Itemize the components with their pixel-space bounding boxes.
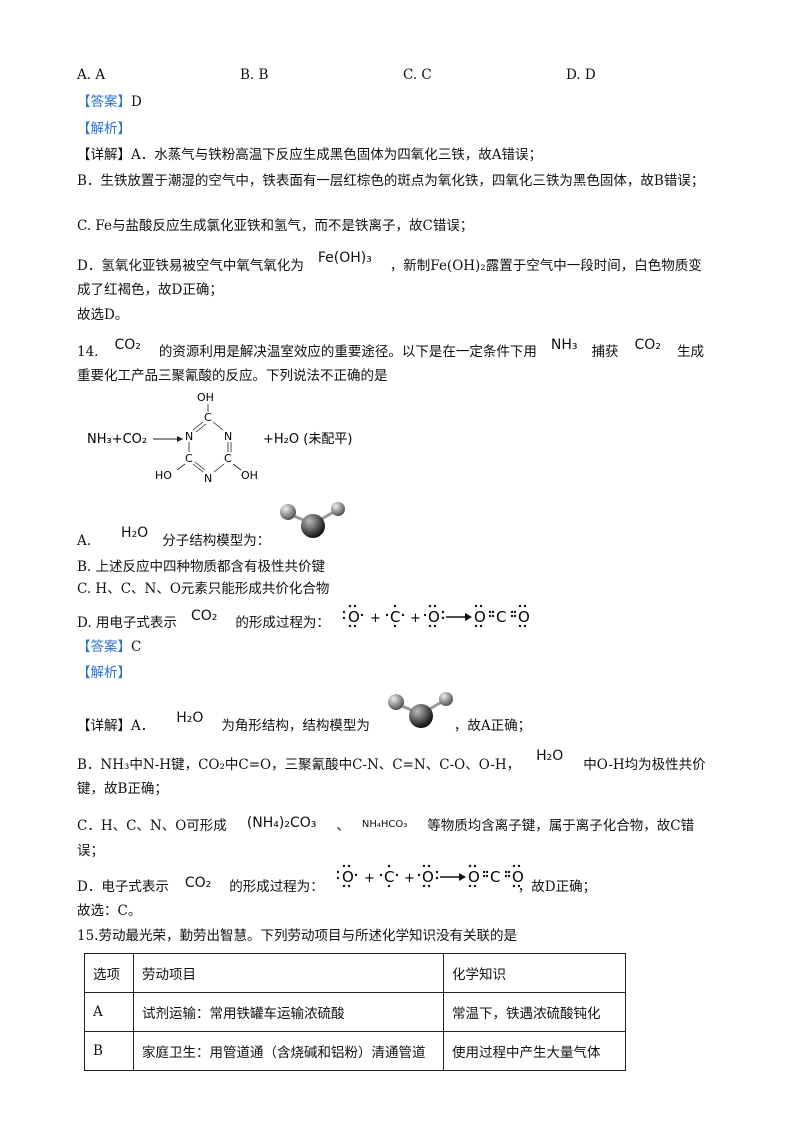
q13-detail-c: C. Fe与盐酸反应生成氯化亚铁和氢气，而不是铁离子，故C错误； [77, 218, 474, 234]
q15-stem: 15.劳动最光荣，勤劳出智慧。下列劳动项目与所述化学知识没有关联的是 [77, 928, 517, 944]
svg-text:O: O [342, 868, 354, 886]
atom-n-bottom: N [204, 472, 212, 485]
svg-text:O: O [512, 868, 524, 886]
table-cell: A [84, 992, 134, 1032]
table-header-row: 选项 劳动项目 化学知识 [84, 953, 626, 993]
q14-option-b: B. 上述反应中四种物质都含有极性共价键 [77, 559, 326, 575]
table-cell: 常温下，铁遇浓硫酸钝化 [443, 992, 626, 1032]
svg-text:O: O [474, 608, 486, 626]
header-knowledge: 化学知识 [443, 953, 626, 993]
svg-text:C: C [496, 608, 506, 626]
reaction-right: +H₂O (未配平) [263, 432, 352, 447]
svg-text:O: O [468, 868, 480, 886]
reaction-left: NH₃+CO₂ [87, 432, 147, 447]
svg-text:+: + [364, 871, 375, 886]
q13-detail-a: 【详解】A．水蒸气与铁粉高温下反应生成黑色固体为四氧化三铁，故A错误； [77, 147, 542, 163]
atom-oh-top: OH [197, 391, 214, 404]
reaction-diagram: NH₃+CO₂ OH C N N C C N HO OH +H₂O (未配平) [87, 391, 352, 485]
q14-detail-b: B．NH₃中N-H键，CO₂中C=O，三聚氰酸中C-N、C=N、C-O、O-H，… [77, 748, 706, 773]
q14-detail-c-line2: 误； [77, 843, 104, 859]
q13-analysis-label: 【解析】 [77, 121, 131, 137]
option-a: A. A [77, 67, 106, 83]
q15-table: 选项 劳动项目 化学知识 A 试剂运输：常用铁罐车运输浓硫酸 常温下，铁遇浓硫酸… [84, 953, 626, 1071]
q13-detail-b: B．生铁放置于潮湿的空气中，铁表面有一层红棕色的斑点为氧化铁，四氧化三铁为黑色固… [77, 173, 705, 189]
svg-text:O: O [422, 868, 434, 886]
option-d: D. D [566, 67, 596, 83]
q14-detail-b-line2: 键，故B正确； [77, 781, 168, 797]
table-cell: 试剂运输：常用铁罐车运输浓硫酸 [133, 992, 444, 1032]
q13-answer: 【答案】D [77, 94, 142, 110]
reaction-arrowhead [177, 436, 183, 442]
svg-text:O: O [518, 608, 530, 626]
atom-c-top: C [204, 411, 212, 424]
svg-text:C: C [490, 868, 500, 886]
lewis-c-1: C [390, 608, 400, 626]
atom-n-left: N [185, 430, 193, 443]
option-c: C. C [403, 67, 432, 83]
water-molecule-model-1 [280, 502, 345, 538]
svg-text:+: + [410, 611, 421, 626]
header-option: 选项 [84, 953, 134, 993]
co2-formation-diagram-1: O + C + O O C O [342, 604, 530, 628]
atom-ho-left: HO [155, 469, 172, 482]
table-cell: B [84, 1031, 134, 1071]
q14-conclusion: 故选：C。 [77, 903, 142, 919]
table-row: A 试剂运输：常用铁罐车运输浓硫酸 常温下，铁遇浓硫酸钝化 [84, 992, 626, 1032]
atom-c-right: C [224, 452, 232, 465]
svg-text:+: + [404, 871, 415, 886]
lewis-o-1: O [348, 608, 360, 626]
atom-oh-right: OH [241, 469, 258, 482]
water-molecule-model-2 [388, 692, 453, 728]
lewis-o-2: O [428, 608, 440, 626]
q14-answer: 【答案】C [77, 639, 142, 655]
header-labor: 劳动项目 [133, 953, 444, 993]
atom-n-right: N [224, 430, 232, 443]
q14-stem-line2: 重要化工产品三聚氰酸的反应。下列说法不正确的是 [77, 368, 388, 384]
table-cell: 使用过程中产生大量气体 [443, 1031, 626, 1071]
q14-analysis-label: 【解析】 [77, 665, 131, 681]
table-row: B 家庭卫生：用管道通（含烧碱和铝粉）清通管道 使用过程中产生大量气体 [84, 1031, 626, 1071]
svg-text:C: C [384, 868, 394, 886]
svg-text:+: + [370, 611, 381, 626]
q13-detail-d-line2: 成了红褐色，故D正确； [77, 282, 223, 298]
q14-option-c: C. H、C、N、O元素只能形成共价化合物 [77, 581, 330, 597]
atom-c-left: C [185, 452, 193, 465]
table-cell: 家庭卫生：用管道通（含烧碱和铝粉）清通管道 [133, 1031, 444, 1071]
co2-formation-diagram-2: O + C + O O C O [336, 864, 524, 888]
q13-conclusion: 故选D。 [77, 307, 129, 323]
option-b: B. B [240, 67, 269, 83]
